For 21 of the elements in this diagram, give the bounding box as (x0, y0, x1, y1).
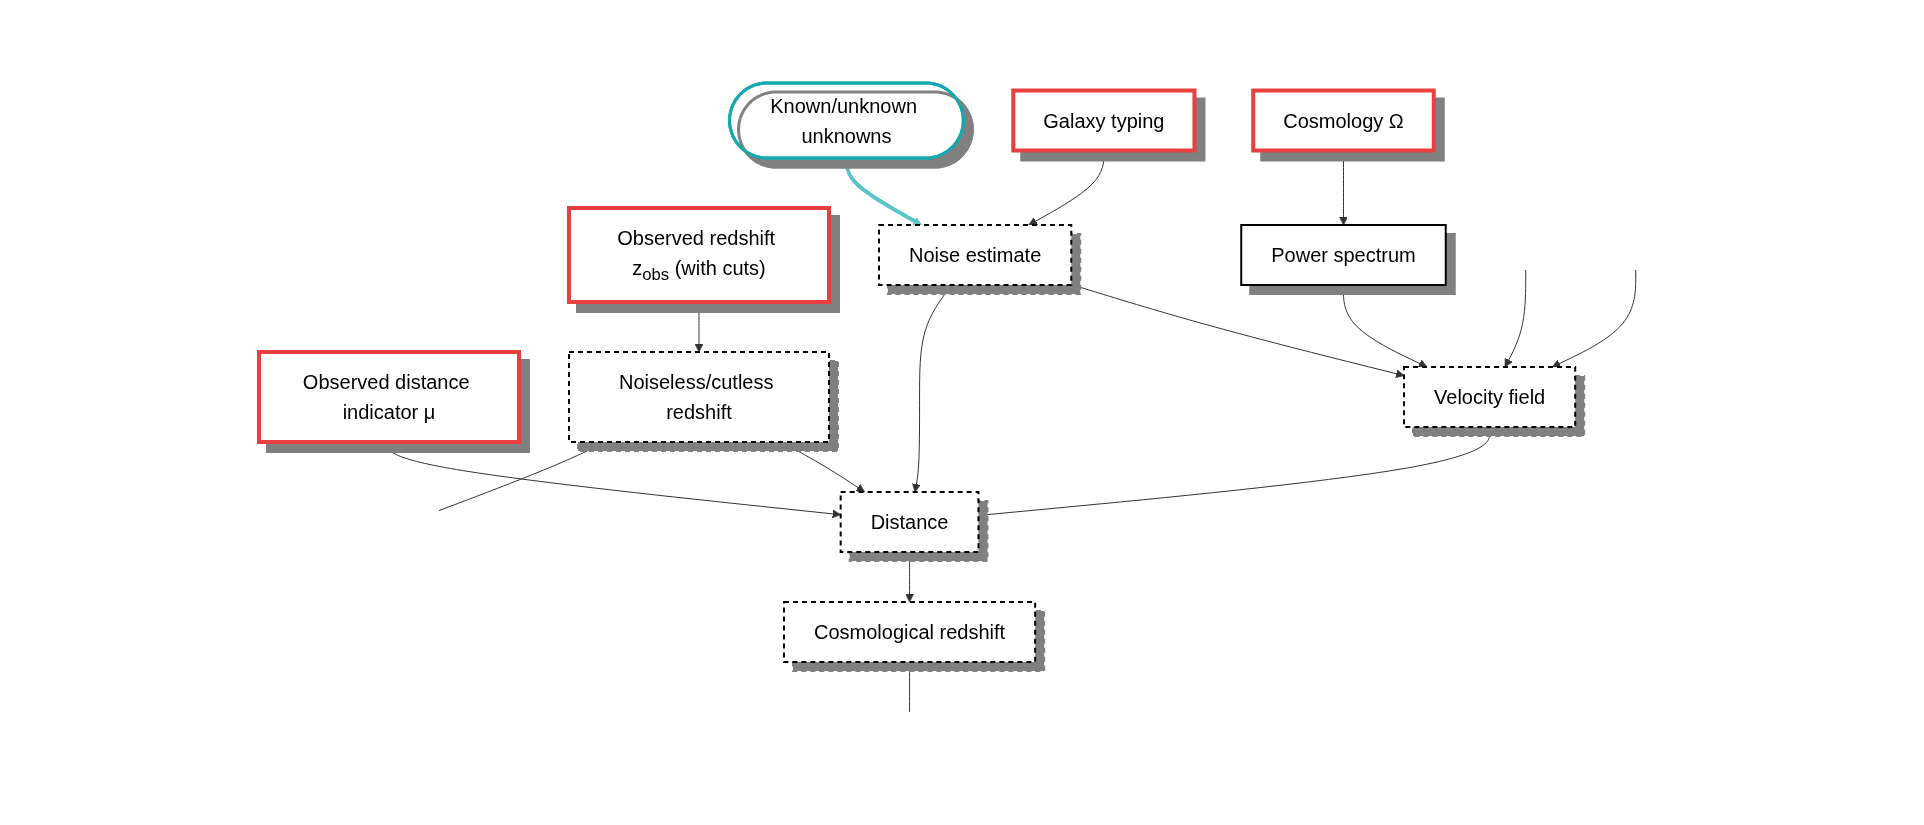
node-box: Noise estimate (877, 224, 1072, 286)
arrow (844, 158, 922, 226)
arrow (911, 284, 953, 493)
node-box: Galaxy typing (1010, 88, 1197, 153)
node-box: Cosmological redshift (782, 601, 1036, 663)
arrow (1342, 284, 1427, 368)
arrow (1551, 269, 1636, 368)
node-box: Power spectrum (1239, 224, 1447, 286)
connector (908, 661, 910, 713)
arrow (1338, 150, 1348, 226)
arrow (1028, 150, 1104, 226)
node-box: Noiseless/cutless redshift (567, 351, 830, 443)
connector (438, 441, 606, 512)
node-box: Distance (839, 491, 980, 553)
node-box: Cosmology Ω (1250, 88, 1436, 153)
arrow (1504, 269, 1526, 368)
node-box: Observed redshift z$_{obs}$ (with cuts) (566, 206, 831, 304)
arrow (388, 441, 841, 519)
node-box: Velocity field (1402, 366, 1576, 428)
arrow (904, 551, 914, 603)
node-box: Observed distance indicator μ (256, 350, 521, 444)
